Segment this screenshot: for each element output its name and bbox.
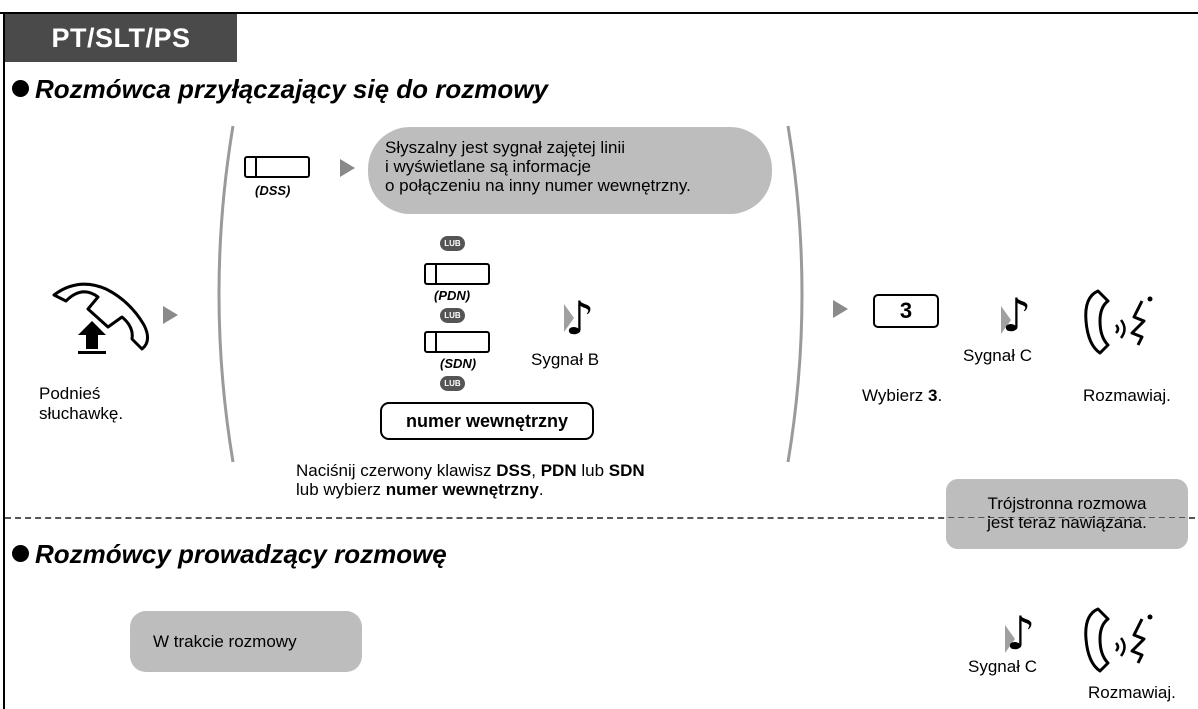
- or-badge: LUB: [440, 236, 465, 251]
- during-call-bubble: [130, 611, 362, 672]
- busy-info-line1: Słyszalny jest sygnał zajętej linii: [385, 138, 625, 157]
- bullet-icon: [12, 80, 29, 97]
- frame-border-left: [3, 12, 5, 709]
- talk-label-bottom: Rozmawiaj.: [1088, 683, 1176, 702]
- section-title-talking-text: Rozmówcy prowadzący rozmowę: [35, 539, 447, 569]
- tone-triangle: [564, 304, 574, 332]
- talking-handset-icon: [1084, 607, 1153, 673]
- open-bracket: [217, 125, 235, 463]
- section-title-joining-text: Rozmówca przyłączający się do rozmowy: [35, 74, 548, 104]
- or-badge: LUB: [440, 308, 465, 323]
- musical-note-icon: ♪: [1006, 606, 1036, 660]
- frame-border-top: [0, 12, 1198, 14]
- dial-key-3[interactable]: 3: [873, 294, 939, 328]
- sdn-key-label: (SDN): [440, 356, 477, 371]
- arrow-right-icon: [340, 159, 355, 177]
- dial-label: Wybierz 3.: [862, 386, 943, 405]
- handset-lift-icon: [52, 282, 149, 354]
- press-instruction-line1: Naciśnij czerwony klawisz DSS, PDN lub S…: [296, 461, 645, 480]
- section-divider: [5, 517, 1195, 519]
- dss-key[interactable]: [244, 156, 310, 178]
- tone-triangle: [1001, 306, 1011, 334]
- talking-handset-icon: [1084, 289, 1153, 355]
- busy-info-line3: o połączeniu na inny numer wewnętrzny.: [385, 176, 691, 195]
- offhook-label-line2: słuchawkę.: [39, 404, 124, 423]
- talk-label: Rozmawiaj.: [1083, 386, 1171, 405]
- or-badge: LUB: [440, 376, 465, 391]
- three-party-line1: Trójstronna rozmowa: [987, 494, 1147, 513]
- extension-number-box[interactable]: numer wewnętrzny: [380, 402, 594, 440]
- three-party-bubble-lower: [946, 518, 1188, 549]
- bullet-icon: [12, 545, 29, 562]
- three-party-line2-overlay: jest teraz nawiązana.: [987, 513, 1147, 532]
- musical-note-icon: ♪: [1002, 288, 1032, 342]
- tone-c-label-bottom: Sygnał C: [968, 657, 1037, 676]
- section-title-joining: Rozmówca przyłączający się do rozmowy: [12, 74, 548, 105]
- offhook-label-line1: Podnieś: [39, 384, 101, 403]
- header-tab: PT/SLT/PS: [5, 14, 237, 62]
- busy-info-bubble: [368, 127, 772, 214]
- tone-triangle: [1005, 625, 1015, 653]
- tone-c-label: Sygnał C: [963, 346, 1032, 365]
- busy-info-line2: i wyświetlane są informacje: [385, 157, 591, 176]
- arrow-right-icon: [833, 300, 848, 318]
- musical-note-icon: ♪: [565, 291, 595, 345]
- press-instruction-line2: lub wybierz numer wewnętrzny.: [296, 480, 544, 499]
- sdn-key[interactable]: [424, 331, 490, 353]
- close-bracket: [786, 125, 804, 463]
- arrow-right-icon: [163, 306, 178, 324]
- pdn-key-label: (PDN): [434, 288, 471, 303]
- tone-b-label: Sygnał B: [531, 350, 600, 369]
- dss-key-label: (DSS): [255, 183, 291, 198]
- pdn-key[interactable]: [424, 263, 490, 285]
- during-call-label: W trakcie rozmowy: [153, 632, 297, 651]
- section-title-talking: Rozmówcy prowadzący rozmowę: [12, 539, 447, 570]
